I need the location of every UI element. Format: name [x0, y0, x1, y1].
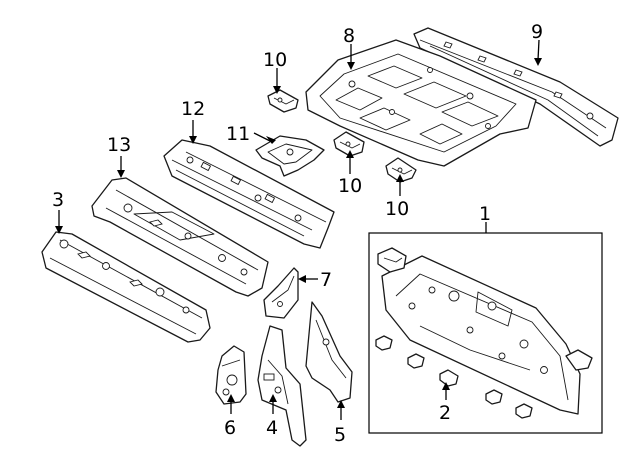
callout-4: 4 — [266, 417, 278, 439]
callout-10-middle: 10 — [338, 175, 362, 197]
callout-7: 7 — [320, 269, 332, 291]
callout-6: 6 — [224, 417, 236, 439]
leaders — [55, 39, 542, 420]
callout-2: 2 — [439, 402, 451, 424]
part-3-cross-member — [41, 231, 211, 343]
part-11-bracket — [255, 135, 325, 177]
callout-12: 12 — [181, 98, 205, 120]
callout-3: 3 — [52, 189, 64, 211]
part-12-cross-member — [163, 139, 335, 249]
part-9-header-rail — [413, 27, 619, 147]
callout-5: 5 — [334, 424, 346, 446]
part-10-bracket-lower — [385, 157, 417, 183]
part-4-reinforcement — [257, 325, 307, 447]
part-7-bracket — [263, 267, 299, 319]
part-1-corner-bracket-left — [377, 247, 407, 273]
part-5-side-panel — [305, 301, 353, 403]
callout-8: 8 — [343, 25, 355, 47]
part-10-bracket-upper — [267, 89, 299, 113]
part-1-rear-panel — [381, 255, 581, 415]
callout-11: 11 — [226, 123, 250, 145]
part-6-reinforcement — [215, 345, 247, 405]
callout-labels: 9 8 10 12 11 13 10 10 3 1 7 2 6 4 5 — [52, 21, 543, 446]
part-10-bracket-middle — [333, 131, 365, 157]
part-1-corner-bracket-right — [565, 349, 593, 371]
callout-9: 9 — [531, 21, 543, 43]
callout-10-lower: 10 — [385, 198, 409, 220]
part-13-cross-member — [91, 177, 269, 297]
callout-13: 13 — [107, 134, 131, 156]
part-2-clips — [375, 335, 533, 419]
callout-1: 1 — [479, 203, 491, 225]
callout-10-upper: 10 — [263, 49, 287, 71]
part-8-package-tray — [305, 39, 537, 167]
